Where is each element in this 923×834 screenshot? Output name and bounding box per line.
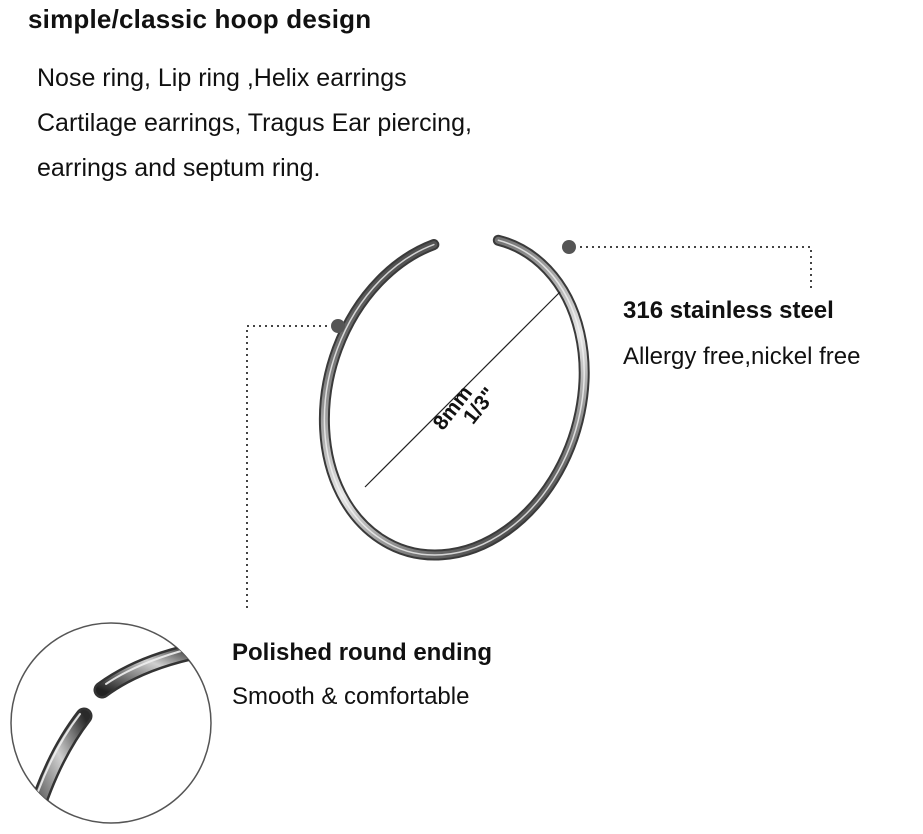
material-subtitle: Allergy free,nickel free: [623, 343, 861, 370]
ending-leader-line: [246, 325, 327, 612]
ending-subtitle: Smooth & comfortable: [232, 683, 470, 710]
material-leader-line: [580, 246, 812, 288]
uses-line: Nose ring, Lip ring ,Helix earrings: [37, 64, 407, 92]
diameter-line: [364, 291, 561, 488]
uses-line: earrings and septum ring.: [37, 154, 321, 182]
ending-zoom-detail: [10, 622, 212, 824]
material-marker-dot: [562, 240, 576, 254]
ending-title: Polished round ending: [232, 639, 492, 666]
hoop-ring: [318, 234, 590, 561]
design-heading: simple/classic hoop design: [28, 4, 372, 34]
ending-marker-dot: [331, 319, 345, 333]
material-title: 316 stainless steel: [623, 297, 834, 324]
uses-list: Nose ring, Lip ring ,Helix earrings Cart…: [37, 56, 472, 191]
uses-line: Cartilage earrings, Tragus Ear piercing,: [37, 109, 472, 137]
